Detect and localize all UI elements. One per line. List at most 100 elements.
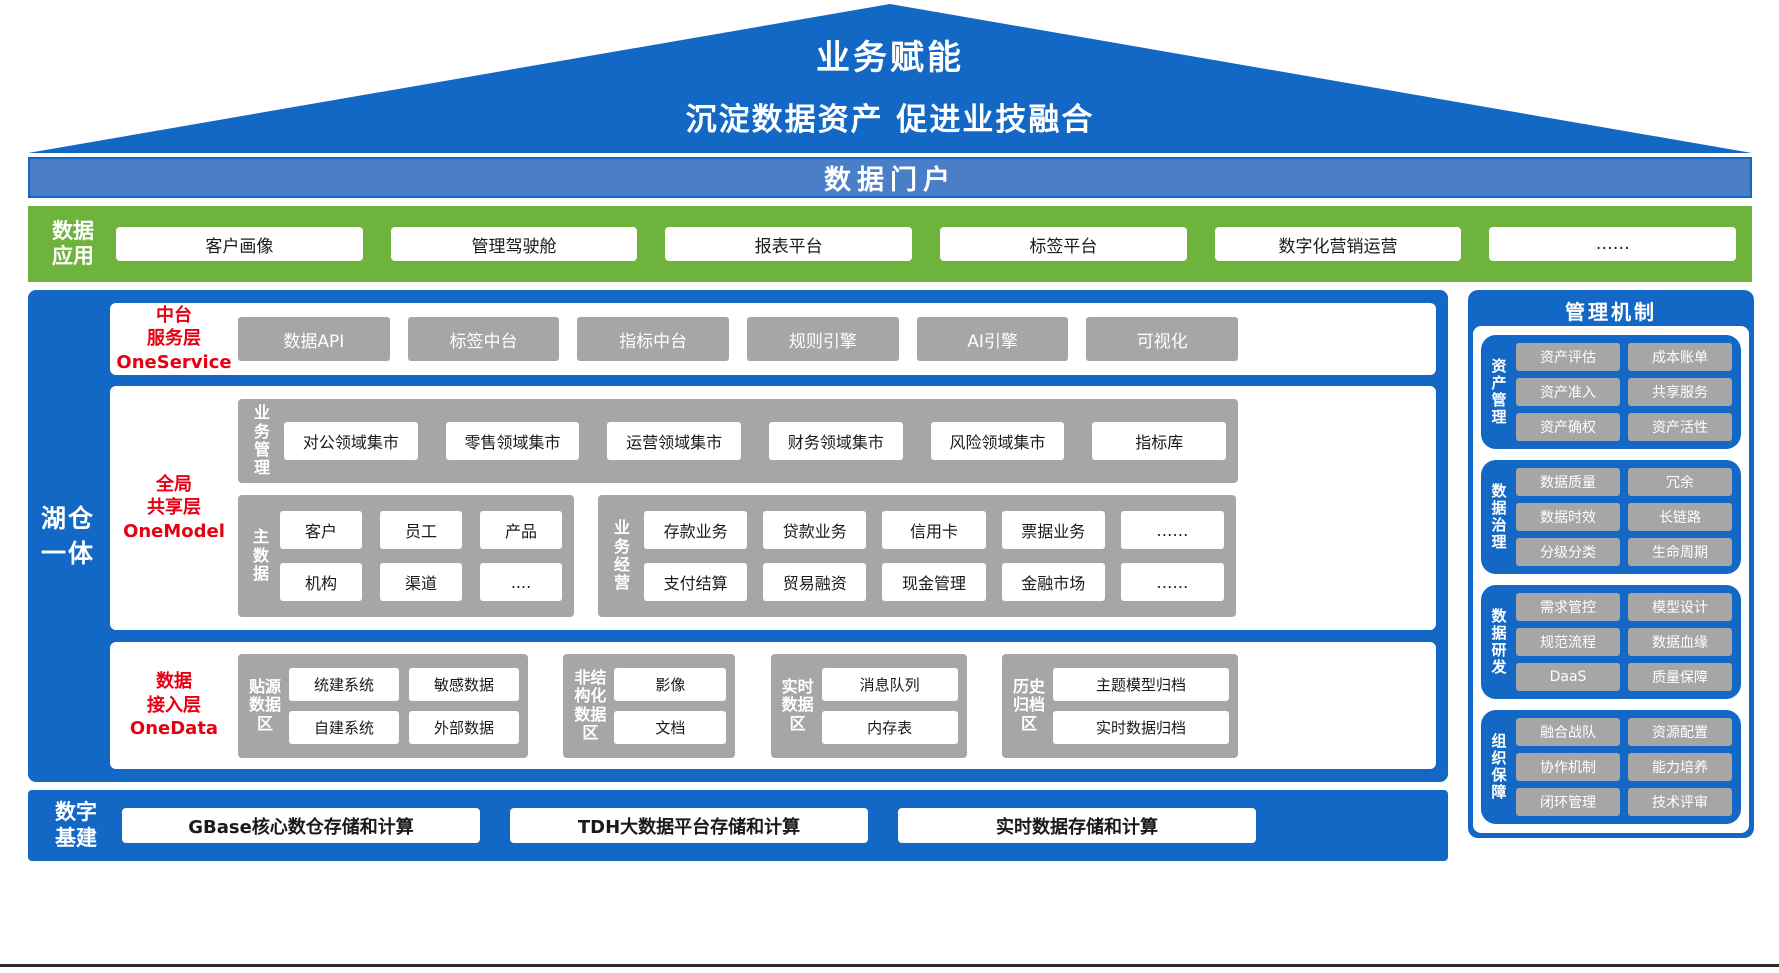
management-body: 资 产 管 理 资产评估 成本账单 资产准入 共享服务 资产确权 资产活性 数 …	[1473, 326, 1749, 833]
oneservice-layer-label: 中台 服务层 OneService	[116, 304, 232, 373]
app-item-report-platform: 报表平台	[665, 227, 913, 261]
data-application-label: 数据 应用	[52, 218, 94, 268]
mgmt-item-classification: 分级分类	[1516, 538, 1620, 566]
business-operation-items: 存款业务 贷款业务 信用卡 票据业务 …… 支付结算 贸易融资 现金管理 金融市…	[644, 511, 1224, 601]
service-item-visualization: 可视化	[1086, 317, 1239, 361]
digital-infrastructure-label: 数字 基建	[55, 800, 97, 850]
mgmt-item-asset-evaluation: 资产评估	[1516, 343, 1620, 371]
mgmt-item-tech-review: 技术评审	[1628, 788, 1732, 816]
mgmt-item-quality-assurance: 质量保障	[1628, 663, 1732, 691]
roof-banner: 业务赋能 沉淀数据资产 促进业技融合	[28, 4, 1752, 153]
biz-ops-item-bill: 票据业务	[1001, 511, 1105, 549]
app-item-digital-marketing: 数字化营销运营	[1214, 227, 1462, 261]
source-data-zone-label: 贴源 数据 区	[248, 676, 281, 733]
infra-item-tdh: TDH大数据平台存储和计算	[510, 808, 868, 843]
data-rnd-items: 需求管控 模型设计 规范流程 数据血缘 DaaS 质量保障	[1516, 593, 1732, 691]
biz-ops-item-cash-management: 现金管理	[882, 563, 986, 601]
service-item-data-api: 数据API	[238, 317, 390, 361]
business-operation-label: 业 务 经 营	[613, 518, 630, 593]
market-item-metric-library: 指标库	[1092, 422, 1227, 460]
mgmt-item-cost-billing: 成本账单	[1628, 343, 1732, 371]
service-item-metric-center: 指标中台	[577, 317, 730, 361]
asset-management-label: 资 产 管 理	[1491, 356, 1507, 427]
master-data-item-channel: 渠道	[380, 563, 462, 601]
biz-ops-item-deposit: 存款业务	[644, 511, 748, 549]
mgmt-item-shared-service: 共享服务	[1628, 378, 1732, 406]
market-item-corporate: 对公领域集市	[284, 422, 418, 460]
mgmt-item-lifecycle: 生命周期	[1628, 538, 1732, 566]
lakehouse-panel: 湖仓 一体 中台 服务层 OneService 数据API 标签中台 指标中台 …	[28, 290, 1448, 782]
mgmt-item-asset-activity: 资产活性	[1628, 413, 1732, 441]
data-governance-items: 数据质量 冗余 数据时效 长链路 分级分类 生命周期	[1516, 468, 1732, 566]
master-data-label: 主 数 据	[252, 527, 269, 584]
history-archive-zone: 历史 归档 区 主题模型归档 实时数据归档	[1001, 653, 1238, 758]
data-portal-banner: 数据门户	[28, 157, 1752, 198]
zone-item-theme-model-archive: 主题模型归档	[1052, 667, 1229, 701]
data-portal-title: 数据门户	[824, 165, 956, 196]
master-data-item-employee: 员工	[380, 511, 462, 549]
zone-item-memory-table: 内存表	[821, 710, 958, 744]
data-application-items: 客户画像 管理驾驶舱 报表平台 标签平台 数字化营销运营 ……	[116, 227, 1737, 261]
master-data-items: 客户 员工 产品 机构 渠道 ....	[280, 511, 562, 601]
master-data-item-customer: 客户	[280, 511, 362, 549]
business-management-items: 对公领域集市 零售领域集市 运营领域集市 财务领域集市 风险领域集市 指标库	[284, 422, 1227, 460]
onemodel-content: 业 务 管 理 对公领域集市 零售领域集市 运营领域集市 财务领域集市 风险领域…	[238, 399, 1238, 617]
mgmt-item-daas: DaaS	[1516, 663, 1620, 691]
zone-item-external-data: 外部数据	[409, 710, 519, 744]
biz-ops-item-credit-card: 信用卡	[882, 511, 986, 549]
digital-infrastructure-items: GBase核心数仓存储和计算 TDH大数据平台存储和计算 实时数据存储和计算	[122, 808, 1256, 843]
source-data-zone-items: 统建系统 敏感数据 自建系统 外部数据	[289, 667, 519, 744]
mgmt-item-data-quality: 数据质量	[1516, 468, 1620, 496]
infra-item-gbase: GBase核心数仓存储和计算	[122, 808, 480, 843]
service-item-rule-engine: 规则引擎	[747, 317, 899, 361]
mgmt-item-data-timeliness: 数据时效	[1516, 503, 1620, 531]
market-item-retail: 零售领域集市	[445, 422, 580, 460]
business-operation-box: 业 务 经 营 存款业务 贷款业务 信用卡 票据业务 …… 支付结算 贸易融资 …	[598, 495, 1236, 617]
unstructured-data-zone-items: 影像 文档	[614, 667, 727, 744]
onedata-layer-panel: 数据 接入层 OneData 贴源 数据 区 统建系统 敏感数据 自建系统 外部…	[110, 642, 1436, 769]
app-item-tag-platform: 标签平台	[940, 227, 1187, 261]
mgmt-item-collaboration: 协作机制	[1516, 753, 1620, 781]
zone-item-document: 文档	[614, 710, 727, 744]
mgmt-item-fusion-team: 融合战队	[1516, 718, 1620, 746]
onemodel-layer-label: 全局 共享层 OneModel	[123, 473, 225, 542]
mgmt-item-asset-ownership: 资产确权	[1516, 413, 1620, 441]
master-data-item-more: ....	[480, 563, 562, 601]
business-management-label: 业 务 管 理	[253, 403, 270, 478]
asset-management-section: 资 产 管 理 资产评估 成本账单 资产准入 共享服务 资产确权 资产活性	[1481, 335, 1741, 449]
oneservice-layer-panel: 中台 服务层 OneService 数据API 标签中台 指标中台 规则引擎 A…	[110, 303, 1436, 375]
history-archive-zone-label: 历史 归档 区	[1012, 676, 1045, 733]
biz-ops-item-loan: 贷款业务	[763, 511, 867, 549]
unstructured-data-zone: 非结 构化 数据 区 影像 文档	[563, 653, 736, 758]
realtime-data-zone-label: 实时 数据 区	[781, 676, 814, 733]
master-data-box: 主 数 据 客户 员工 产品 机构 渠道 ....	[238, 495, 574, 617]
asset-management-items: 资产评估 成本账单 资产准入 共享服务 资产确权 资产活性	[1516, 343, 1732, 441]
zone-item-unified-system: 统建系统	[289, 667, 399, 701]
infra-item-realtime: 实时数据存储和计算	[898, 808, 1256, 843]
mgmt-item-long-chain: 长链路	[1628, 503, 1732, 531]
app-item-customer-portrait: 客户画像	[116, 227, 363, 261]
market-item-operation: 运营领域集市	[607, 422, 742, 460]
service-item-tag-center: 标签中台	[407, 317, 560, 361]
biz-ops-item-more-1: ……	[1120, 511, 1224, 549]
management-title: 管理机制	[1565, 299, 1657, 324]
data-rnd-section: 数 据 研 发 需求管控 模型设计 规范流程 数据血缘 DaaS 质量保障	[1481, 585, 1741, 699]
market-item-risk: 风险领域集市	[930, 422, 1065, 460]
oneservice-items: 数据API 标签中台 指标中台 规则引擎 AI引擎 可视化	[238, 317, 1239, 361]
mgmt-item-resource-allocation: 资源配置	[1628, 718, 1732, 746]
mgmt-item-closed-loop: 闭环管理	[1516, 788, 1620, 816]
mgmt-item-data-lineage: 数据血缘	[1628, 628, 1732, 656]
data-application-row: 数据 应用 客户画像 管理驾驶舱 报表平台 标签平台 数字化营销运营 ……	[28, 206, 1752, 282]
data-governance-section: 数 据 治 理 数据质量 冗余 数据时效 长链路 分级分类 生命周期	[1481, 460, 1741, 574]
mgmt-item-asset-admission: 资产准入	[1516, 378, 1620, 406]
zone-item-realtime-data-archive: 实时数据归档	[1052, 710, 1229, 744]
history-archive-zone-items: 主题模型归档 实时数据归档	[1052, 667, 1229, 744]
unstructured-data-zone-label: 非结 构化 数据 区	[574, 667, 607, 742]
zone-item-self-built-system: 自建系统	[289, 710, 399, 744]
master-data-item-product: 产品	[480, 511, 562, 549]
realtime-data-zone: 实时 数据 区 消息队列 内存表	[770, 653, 967, 758]
onedata-zones: 贴源 数据 区 统建系统 敏感数据 自建系统 外部数据 非结 构化 数据 区 影…	[238, 653, 1238, 758]
data-governance-label: 数 据 治 理	[1491, 481, 1507, 552]
zone-item-sensitive-data: 敏感数据	[409, 667, 519, 701]
